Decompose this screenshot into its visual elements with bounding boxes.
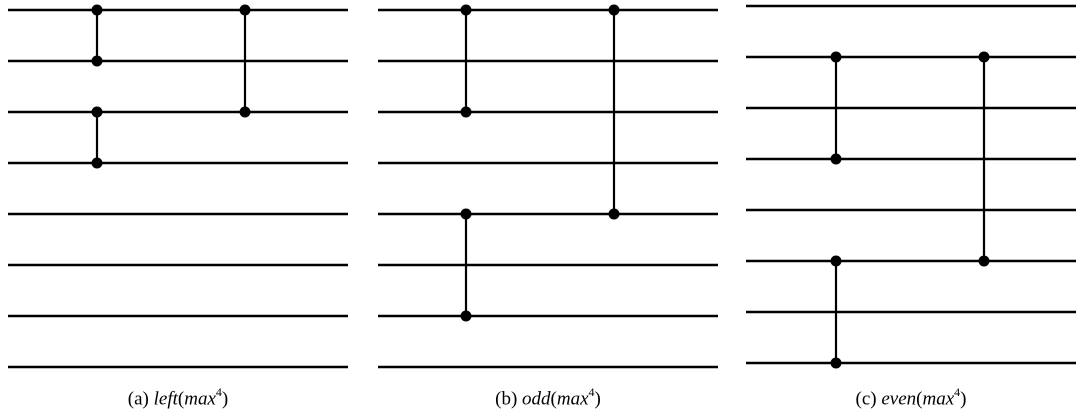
comparator-node bbox=[608, 208, 620, 220]
comparator-node bbox=[608, 4, 620, 16]
comparator-node bbox=[978, 51, 990, 63]
comparator-node bbox=[460, 4, 472, 16]
comparator-node bbox=[830, 153, 842, 165]
comparator-node bbox=[830, 51, 842, 63]
caption-function: left bbox=[153, 388, 178, 410]
comparator-node bbox=[91, 55, 103, 67]
panel-even-max4 bbox=[746, 4, 1076, 369]
comparator-node bbox=[91, 4, 103, 16]
caption-argument: max bbox=[922, 388, 955, 410]
caption-prefix: (a) bbox=[127, 388, 149, 410]
comparator-node bbox=[460, 208, 472, 220]
comparator-node bbox=[239, 4, 251, 16]
comparator-node bbox=[830, 255, 842, 267]
comparator-node bbox=[460, 106, 472, 118]
caption-panel-c: (c) even(max4) bbox=[855, 385, 967, 410]
comparator-node bbox=[978, 255, 990, 267]
caption-power: 4 bbox=[588, 385, 595, 399]
caption-function: odd bbox=[522, 388, 551, 410]
comparator-node bbox=[830, 357, 842, 369]
panel-odd-max4 bbox=[378, 4, 718, 369]
caption-power: 4 bbox=[215, 385, 222, 399]
comparator-node bbox=[91, 157, 103, 169]
caption-argument: max bbox=[184, 388, 216, 410]
caption-prefix: (b) bbox=[495, 388, 518, 410]
caption-power: 4 bbox=[954, 385, 961, 399]
caption-panel-a: (a) left(max4) bbox=[127, 385, 229, 410]
caption-prefix: (c) bbox=[855, 388, 877, 410]
comparator-node bbox=[239, 106, 251, 118]
panel-left-max4 bbox=[8, 4, 348, 369]
comparator-node bbox=[91, 106, 103, 118]
caption-argument: max bbox=[556, 388, 589, 410]
comparator-node bbox=[460, 310, 472, 322]
caption-function: even bbox=[881, 388, 917, 410]
caption-panel-b: (b) odd(max4) bbox=[495, 385, 601, 410]
